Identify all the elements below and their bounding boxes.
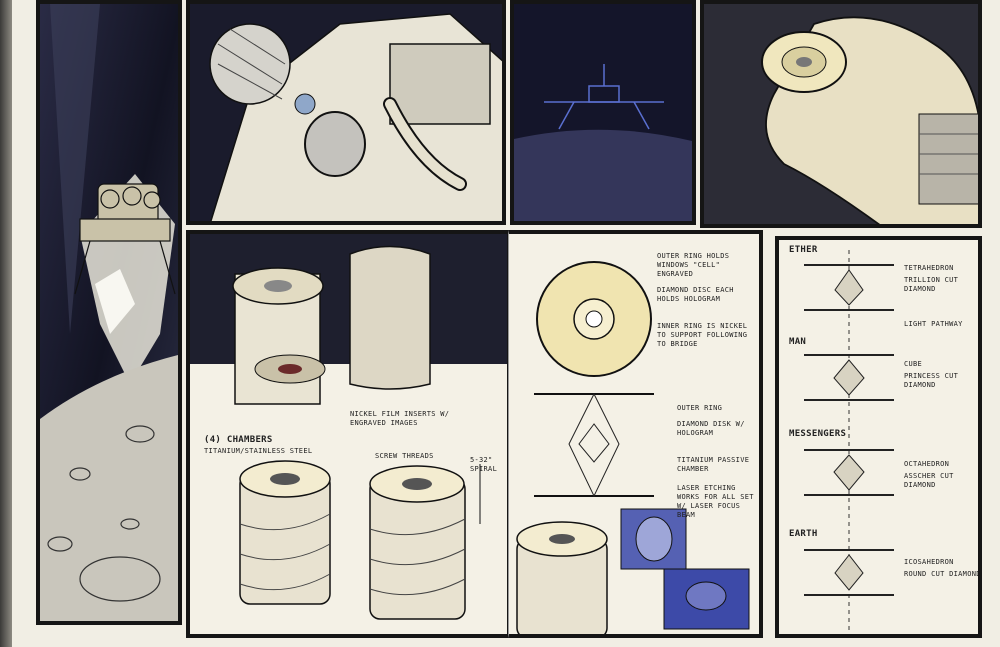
diamond-note: DIAMOND DISK W/ HOLOGRAM — [677, 420, 745, 437]
material-caption: TITANIUM/STAINLESS STEEL — [204, 447, 313, 455]
level-note-2c: PRINCESS CUT DIAMOND — [904, 372, 959, 389]
inner-ring-note: INNER RING IS NICKEL TO SUPPORT FOLLOWIN… — [657, 322, 748, 348]
level-messengers-label: MESSENGERS — [789, 429, 847, 439]
levels-panel: ETHER MAN MESSENGERS EARTH TETRAHEDRON T… — [775, 236, 982, 638]
glove-panel — [700, 0, 982, 228]
outer-ring-note: OUTER RING HOLDS WINDOWS "CELL" ENGRAVED — [657, 252, 730, 278]
level-note-1b: TRILLION CUT DIAMOND — [904, 276, 959, 293]
spiral-caption: 5-32" SPIRAL — [470, 456, 498, 473]
lunar-lander-icon — [514, 4, 692, 221]
level-earth-label: EARTH — [789, 529, 818, 539]
levels-diagram-icon — [804, 250, 894, 634]
level-note-2b: CUBE — [904, 360, 923, 368]
lander-panel — [510, 0, 696, 225]
level-note-1a: TETRAHEDRON — [904, 264, 954, 272]
chambers-caption: (4) CHAMBERS — [204, 435, 273, 445]
chamber-cylinders-icon — [190, 234, 507, 634]
level-note-2a: LIGHT PATHWAY — [904, 320, 963, 328]
rocket-icon — [40, 4, 178, 621]
titanium-note: TITANIUM PASSIVE CHAMBER — [677, 456, 750, 473]
level-man-label: MAN — [789, 337, 807, 347]
chambers-panel: (4) CHAMBERS TITANIUM/STAINLESS STEEL NI… — [186, 230, 511, 638]
capsule-interior-icon — [190, 4, 502, 221]
laser-note: LASER ETCHING WORKS FOR ALL SET W/ LASER… — [677, 484, 754, 519]
level-note-4b: ROUND CUT DIAMOND — [904, 570, 981, 578]
level-ether-label: ETHER — [789, 245, 818, 255]
dome-note: DIAMOND DISC EACH HOLDS HOLOGRAM — [657, 286, 734, 303]
level-note-3b: ASSCHER CUT DIAMOND — [904, 472, 954, 489]
cockpit-panel — [186, 0, 506, 225]
threads-caption: SCREW THREADS — [375, 452, 434, 460]
book-spine — [0, 0, 12, 647]
gloved-hand-icon — [704, 4, 978, 224]
disc-panel: OUTER RING HOLDS WINDOWS "CELL" ENGRAVED… — [508, 230, 763, 638]
diamond-disc-icon — [516, 261, 750, 634]
level-note-4a: ICOSAHEDRON — [904, 558, 954, 566]
outer-note: OUTER RING — [677, 404, 723, 412]
level-note-3a: OCTAHEDRON — [904, 460, 950, 468]
nickel-caption: NICKEL FILM INSERTS W/ ENGRAVED IMAGES — [350, 410, 450, 427]
launch-panel — [36, 0, 182, 625]
